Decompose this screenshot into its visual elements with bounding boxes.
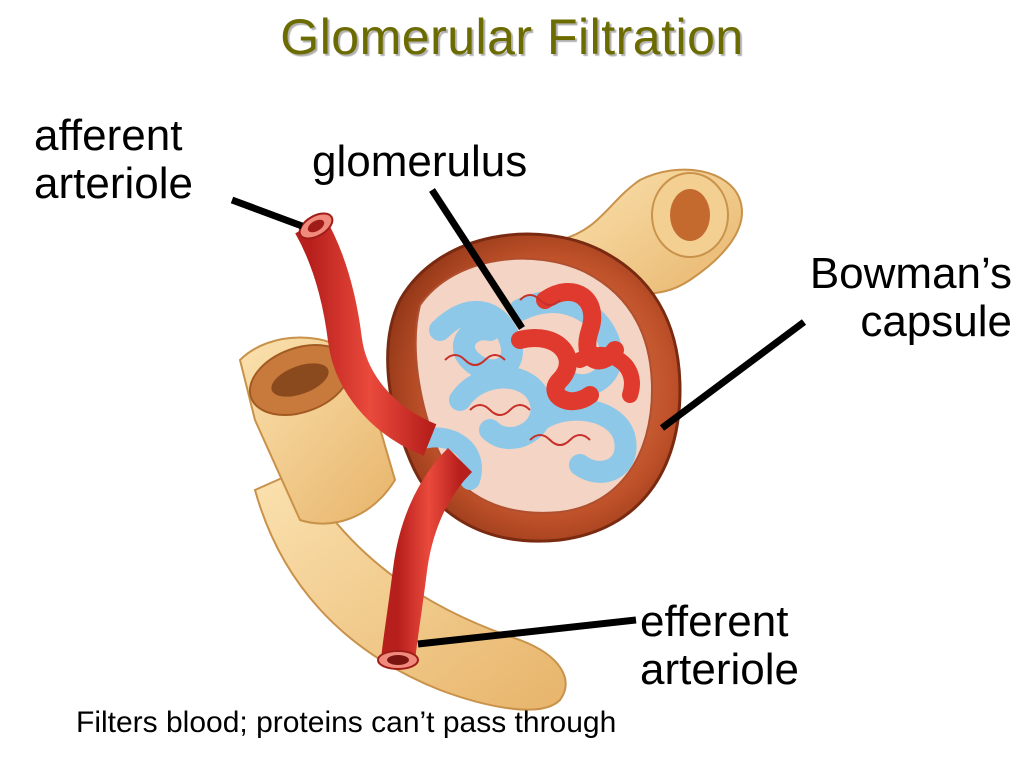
efferent-label-line2: arteriole xyxy=(640,645,799,694)
efferent-label-line1: efferent xyxy=(640,597,789,646)
afferent-label-line2: arteriole xyxy=(34,159,193,208)
bowman-leader-line xyxy=(659,319,807,431)
glomerulus-capillaries xyxy=(410,283,640,490)
bowman-label-line2: capsule xyxy=(860,297,1012,346)
bowmans-capsule-label: Bowman’s capsule xyxy=(810,250,1012,346)
afferent-arteriole-label: afferent arteriole xyxy=(34,112,193,208)
bowman-label-line1: Bowman’s xyxy=(809,249,1012,298)
slide-title: Glomerular Filtration xyxy=(280,9,744,65)
efferent-leader-line xyxy=(417,616,637,648)
glomerulus-leader-line xyxy=(429,188,525,330)
glomerulus-label-line1: glomerulus xyxy=(312,137,528,186)
afferent-leader-line xyxy=(230,196,304,230)
afferent-arteriole xyxy=(295,212,437,456)
glomerulus-label: glomerulus xyxy=(312,138,527,186)
efferent-arteriole-label: efferent arteriole xyxy=(640,598,799,694)
afferent-label-line1: afferent xyxy=(34,111,183,160)
slide-caption: Filters blood; proteins can’t pass throu… xyxy=(76,706,617,739)
efferent-arteriole xyxy=(377,447,473,670)
